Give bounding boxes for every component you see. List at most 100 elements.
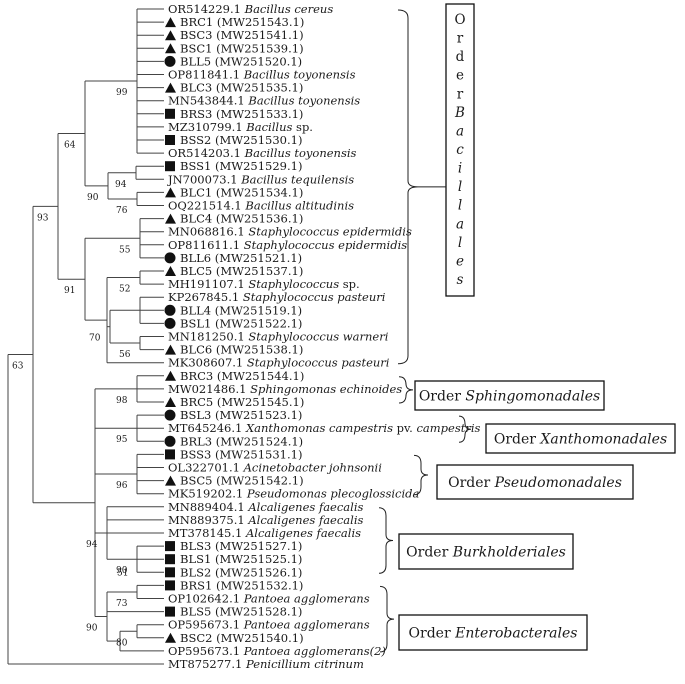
leaf-name: Staphylococcus sp.	[248, 277, 359, 291]
order-name: Burkholderiales	[452, 545, 566, 561]
order-name: Xanthomonadales	[539, 432, 667, 448]
circle-marker-icon	[164, 409, 176, 421]
leaf-name: (MW251533.1)	[216, 107, 303, 121]
leaf-label: BRC5 (MW251545.1)	[180, 395, 304, 409]
leaf-MN181250-1: MN181250.1 Staphylococcus warneri	[168, 330, 389, 344]
leaf-accession: BRS3	[180, 107, 216, 121]
leaf-name: (MW251520.1)	[215, 54, 302, 68]
leaf-name: Bacillus toyonensis	[244, 146, 357, 160]
bootstrap-value: 95	[116, 435, 128, 445]
leaf-BRC5: BRC5 (MW251545.1)	[165, 395, 304, 409]
leaf-label: BRL3 (MW251524.1)	[180, 434, 303, 448]
leaf-MZ310799-1: MZ310799.1 Bacillus sp.	[168, 120, 313, 134]
leaf-label: OR514229.1 Bacillus cereus	[168, 2, 333, 16]
leaf-name: Penicillium citrinum	[245, 657, 364, 671]
leaf-BLS1: BLS1 (MW251525.1)	[165, 552, 302, 566]
leaf-label: MN889404.1 Alcaligenes faecalis	[168, 500, 364, 514]
leaf-accession: BRC3	[180, 369, 217, 383]
leaf-name: Bacillus altitudinis	[244, 199, 354, 213]
leaf-BRL3: BRL3 (MW251524.1)	[164, 434, 303, 448]
order-prefix: Order	[494, 432, 536, 448]
order-label-char: l	[458, 235, 462, 251]
leaf-accession: BRS1	[180, 578, 216, 592]
bootstrap-value: 94	[86, 540, 98, 550]
leaf-MW021486-1: MW021486.1 Sphingomonas echinoides	[168, 382, 402, 396]
circle-marker-icon	[164, 252, 176, 264]
leaf-name: Pantoea agglomerans	[243, 592, 370, 606]
leaf-name: Staphylococcus pasteuri	[247, 356, 390, 370]
leaf-name: (MW251535.1)	[216, 81, 303, 95]
leaf-name: Pantoea agglomerans	[243, 618, 370, 632]
clade-brace	[398, 376, 414, 404]
leaf-label: BSS1 (MW251529.1)	[180, 159, 302, 173]
bootstrap-value: 90	[86, 624, 98, 634]
leaf-accession: OR514229.1	[168, 2, 245, 16]
square-marker-icon	[165, 108, 175, 119]
triangle-marker-icon	[165, 30, 176, 41]
leaf-name: (MW251542.1)	[216, 474, 303, 488]
leaf-accession: BLC4	[180, 212, 216, 226]
order-xanthomonadales: Order Xanthomonadales	[485, 423, 676, 454]
leaf-label: BLC4 (MW251536.1)	[180, 212, 303, 226]
leaf-accession: OR514203.1	[168, 146, 245, 160]
leaf-accession: BSC2	[180, 631, 216, 645]
leaf-label: MN543844.1 Bacillus toyonensis	[168, 94, 360, 108]
leaf-BLC4: BLC4 (MW251536.1)	[165, 212, 303, 226]
leaf-BSC3: BSC3 (MW251541.1)	[165, 28, 304, 42]
leaf-MN889375-1: MN889375.1 Alcaligenes faecalis	[168, 513, 364, 527]
leaf-name: Alcaligenes faecalis	[247, 500, 363, 514]
order-enterobacterales: Order Enterobacterales	[398, 614, 588, 651]
leaf-name: Bacillus cereus	[244, 2, 334, 16]
leaf-accession: BSS3	[180, 447, 215, 461]
square-marker-icon	[165, 135, 175, 145]
leaf-accession: MT378145.1	[168, 526, 246, 540]
order-prefix: Order	[448, 475, 490, 491]
leaf-label: BSL3 (MW251523.1)	[180, 408, 302, 422]
leaf-label: BLS3 (MW251527.1)	[180, 539, 302, 553]
triangle-marker-icon	[165, 632, 176, 643]
clade-brace	[413, 454, 429, 496]
leaf-MK308607-1: MK308607.1 Staphylococcus pasteuri	[168, 356, 390, 370]
bootstrap-value: 56	[119, 350, 131, 360]
square-marker-icon	[165, 567, 175, 578]
leaf-BLL6: BLL6 (MW251521.1)	[164, 251, 302, 265]
leaf-name: Xanthomonas campestris pv. campestris	[245, 421, 481, 435]
leaf-label: MK519202.1 Pseudomonas plecoglossicida	[168, 487, 420, 501]
leaf-name: Pseudomonas plecoglossicida	[246, 487, 420, 501]
leaf-name: Bacillus sp.	[245, 120, 313, 134]
leaf-BSS3: BSS3 (MW251531.1)	[165, 447, 302, 461]
leaf-OR514229-1: OR514229.1 Bacillus cereus	[168, 2, 333, 16]
leaf-label: BLL5 (MW251520.1)	[180, 54, 302, 68]
order-label-char: e	[456, 253, 464, 269]
leaf-label: OQ221514.1 Bacillus altitudinis	[168, 199, 354, 213]
leaf-accession: MN543844.1	[168, 94, 248, 108]
leaf-accession: MK308607.1	[168, 356, 247, 370]
leaf-label: OR514203.1 Bacillus toyonensis	[168, 146, 357, 160]
leaf-accession: BSC3	[180, 28, 216, 42]
leaf-name: (MW251528.1)	[215, 605, 302, 619]
order-burkholderiales: Order Burkholderiales	[398, 533, 574, 570]
leaf-BLL5: BLL5 (MW251520.1)	[164, 54, 302, 68]
leaf-BSC1: BSC1 (MW251539.1)	[165, 41, 304, 55]
leaf-BLC1: BLC1 (MW251534.1)	[165, 185, 303, 199]
bootstrap-value: 73	[116, 599, 128, 609]
leaf-accession: BLL6	[180, 251, 215, 265]
leaf-BRS1: BRS1 (MW251532.1)	[165, 578, 303, 592]
leaf-label: MW021486.1 Sphingomonas echinoides	[168, 382, 402, 396]
bootstrap-value: 99	[116, 88, 128, 98]
leaf-accession: MT875277.1	[168, 657, 246, 671]
leaf-name: (MW251524.1)	[216, 434, 303, 448]
leaf-label: OP811841.1 Bacillus toyonensis	[168, 68, 356, 82]
bootstrap-value: 91	[64, 286, 75, 296]
leaf-name: (MW251545.1)	[217, 395, 304, 409]
bootstrap-value: 94	[115, 180, 127, 190]
leaf-BLC3: BLC3 (MW251535.1)	[165, 81, 303, 95]
leaf-MN543844-1: MN543844.1 Bacillus toyonensis	[168, 94, 360, 108]
leaf-name: (MW251526.1)	[215, 565, 302, 579]
leaf-label: BRS1 (MW251532.1)	[180, 578, 303, 592]
leaf-MK519202-1: MK519202.1 Pseudomonas plecoglossicida	[168, 487, 420, 501]
clade-brace	[379, 585, 395, 653]
bootstrap-value: 80	[116, 638, 128, 648]
leaf-label: BLL4 (MW251519.1)	[180, 303, 302, 317]
